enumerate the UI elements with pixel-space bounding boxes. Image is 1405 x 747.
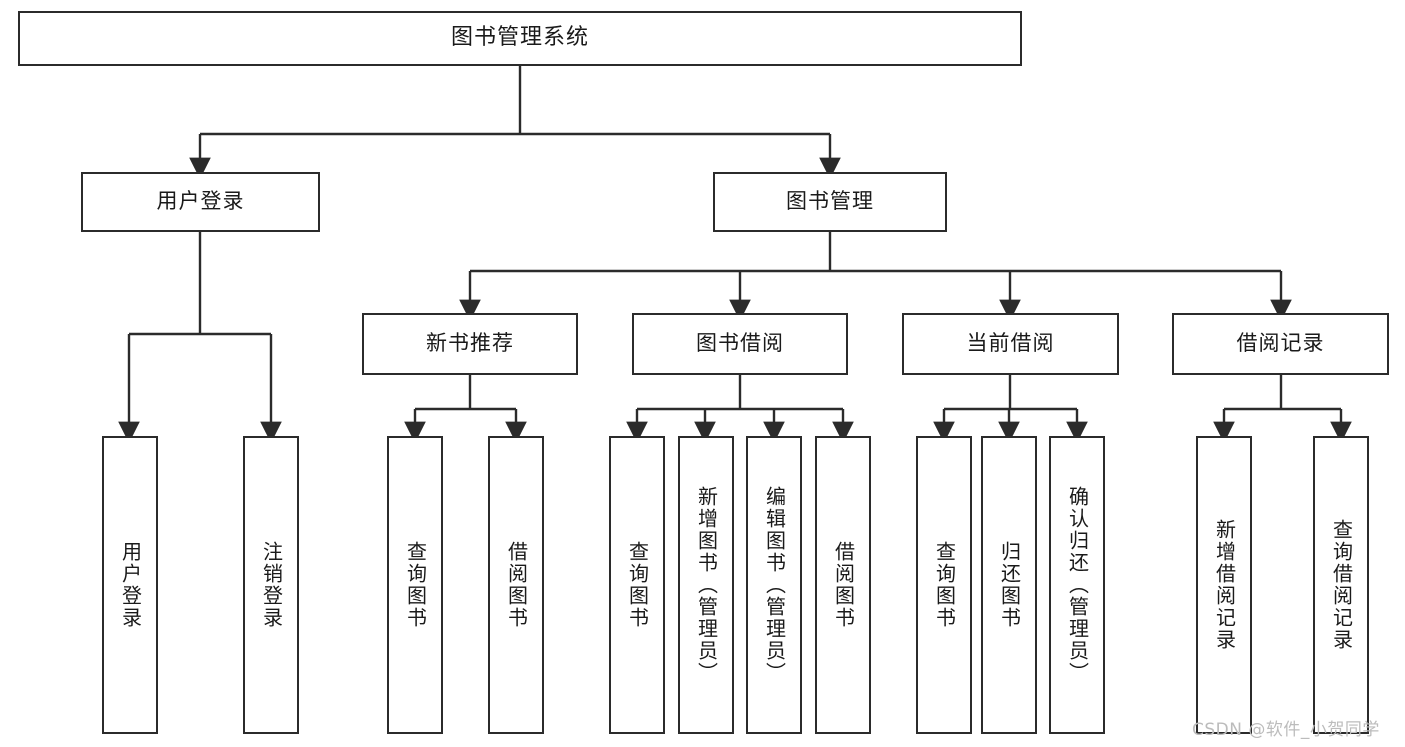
node-leaf-current-query-book[interactable]: 查询图书 xyxy=(916,436,972,734)
node-current-borrow-label: 当前借阅 xyxy=(966,331,1055,356)
node-leaf-newbook-query-book-label: 查询图书 xyxy=(403,541,428,629)
node-leaf-user-login-label: 用户登录 xyxy=(118,541,143,629)
node-leaf-borrow-add-book[interactable]: 新增图书（管理员） xyxy=(678,436,734,734)
node-leaf-logout-label: 注销登录 xyxy=(259,541,284,629)
node-leaf-current-confirm-return-label: 确认归还（管理员） xyxy=(1065,486,1090,684)
node-new-book-recommend[interactable]: 新书推荐 xyxy=(362,313,578,375)
node-leaf-record-add-record-label: 新增借阅记录 xyxy=(1212,519,1237,651)
node-leaf-borrow-edit-book[interactable]: 编辑图书（管理员） xyxy=(746,436,802,734)
node-leaf-current-return-book[interactable]: 归还图书 xyxy=(981,436,1037,734)
node-book-borrow[interactable]: 图书借阅 xyxy=(632,313,848,375)
node-leaf-record-query-record[interactable]: 查询借阅记录 xyxy=(1313,436,1369,734)
watermark-text: CSDN @软件_小贺同学 xyxy=(1192,720,1380,740)
node-new-book-recommend-label: 新书推荐 xyxy=(426,331,514,356)
node-user-login[interactable]: 用户登录 xyxy=(81,172,320,232)
node-root-book-management-system[interactable]: 图书管理系统 xyxy=(18,11,1022,66)
node-user-login-label: 用户登录 xyxy=(156,189,245,214)
node-current-borrow[interactable]: 当前借阅 xyxy=(902,313,1119,375)
node-leaf-borrow-borrow-book[interactable]: 借阅图书 xyxy=(815,436,871,734)
node-leaf-newbook-query-book[interactable]: 查询图书 xyxy=(387,436,443,734)
node-borrow-record[interactable]: 借阅记录 xyxy=(1172,313,1389,375)
node-leaf-current-confirm-return[interactable]: 确认归还（管理员） xyxy=(1049,436,1105,734)
node-borrow-record-label: 借阅记录 xyxy=(1236,331,1325,356)
node-book-borrow-label: 图书借阅 xyxy=(696,331,784,356)
node-leaf-borrow-edit-book-label: 编辑图书（管理员） xyxy=(762,486,787,684)
node-leaf-borrow-query-book[interactable]: 查询图书 xyxy=(609,436,665,734)
node-leaf-record-add-record[interactable]: 新增借阅记录 xyxy=(1196,436,1252,734)
node-leaf-current-query-book-label: 查询图书 xyxy=(932,541,957,629)
node-root-label: 图书管理系统 xyxy=(450,25,589,51)
node-book-management[interactable]: 图书管理 xyxy=(713,172,947,232)
node-leaf-borrow-borrow-book-label: 借阅图书 xyxy=(831,541,856,629)
node-leaf-borrow-query-book-label: 查询图书 xyxy=(625,541,650,629)
node-leaf-current-return-book-label: 归还图书 xyxy=(997,541,1022,629)
node-leaf-logout[interactable]: 注销登录 xyxy=(243,436,299,734)
node-leaf-record-query-record-label: 查询借阅记录 xyxy=(1329,519,1354,651)
node-leaf-user-login[interactable]: 用户登录 xyxy=(102,436,158,734)
node-book-management-label: 图书管理 xyxy=(786,189,874,214)
node-leaf-newbook-borrow-book-label: 借阅图书 xyxy=(504,541,529,629)
node-leaf-newbook-borrow-book[interactable]: 借阅图书 xyxy=(488,436,544,734)
node-leaf-borrow-add-book-label: 新增图书（管理员） xyxy=(694,486,719,684)
